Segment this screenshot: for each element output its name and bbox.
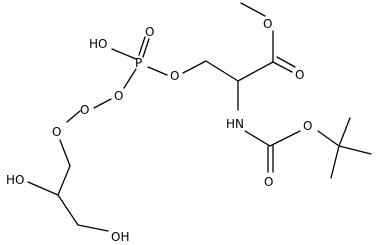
atom-label-o-carbonyl-ester: O (295, 68, 304, 82)
atom-label-nh: HN (226, 117, 244, 131)
bond-o-ether-cq (317, 130, 340, 147)
atom-label-ho-phosphoric: HO (89, 37, 107, 51)
bond-cq-me-bottom (330, 145, 340, 179)
bond-ch2-choh (57, 165, 71, 196)
bond-nh-ccarbamate (244, 130, 271, 147)
bond-ccarbonyl-o-double-b (276, 56, 296, 68)
atom-label-o-double: O (145, 25, 154, 39)
atom-label-p: P (135, 56, 142, 70)
bond-choh-oh (27, 181, 59, 196)
bond-p-o-double-b (142, 38, 150, 58)
bond-ch2-ca (205, 60, 239, 82)
bond-ca-ccarbonyl (237, 61, 274, 82)
atom-label-o-peroxy-upper: O (80, 103, 89, 117)
bond-p-o-double-a (138, 36, 146, 56)
atom-label-o-methoxy: O (263, 17, 272, 31)
bond-cq-me-top (338, 117, 351, 147)
bond-cq-me-right (338, 145, 372, 155)
atom-label-ho-secondary: HO (6, 173, 24, 187)
atom-label-o-carbamate-carbonyl: O (264, 175, 273, 189)
atom-label-o-ester-left: O (114, 89, 123, 103)
bond-peroxy-o-o-upper (93, 98, 112, 109)
atom-label-o-peroxy-lower: O (52, 125, 61, 139)
bond-ccarbonyl-o-double-a (272, 61, 293, 73)
atom-label-oh-primary: OH (111, 230, 129, 244)
bond-omethoxy-ch3 (240, 2, 266, 17)
bond-lines (27, 2, 372, 232)
bond-p-o-ester-left (123, 68, 137, 89)
bond-choh-ch2 (57, 194, 79, 226)
atom-label-o-carbamate-ether: O (303, 119, 312, 133)
atom-labels: HO P O O O O O HO OH O O HN O O (6, 17, 312, 244)
bond-ccarbamate-o-ether (269, 130, 301, 147)
bond-p-o-ester-right (147, 66, 168, 76)
bond-o-ch2 (182, 60, 207, 74)
bond-ch2-oh (77, 224, 109, 232)
bond-ho-p (111, 48, 137, 60)
bond-peroxy-o-o-lower (66, 110, 81, 123)
bond-o-ch2-glycerol (59, 139, 71, 167)
atom-label-o-ester-right: O (170, 69, 179, 83)
